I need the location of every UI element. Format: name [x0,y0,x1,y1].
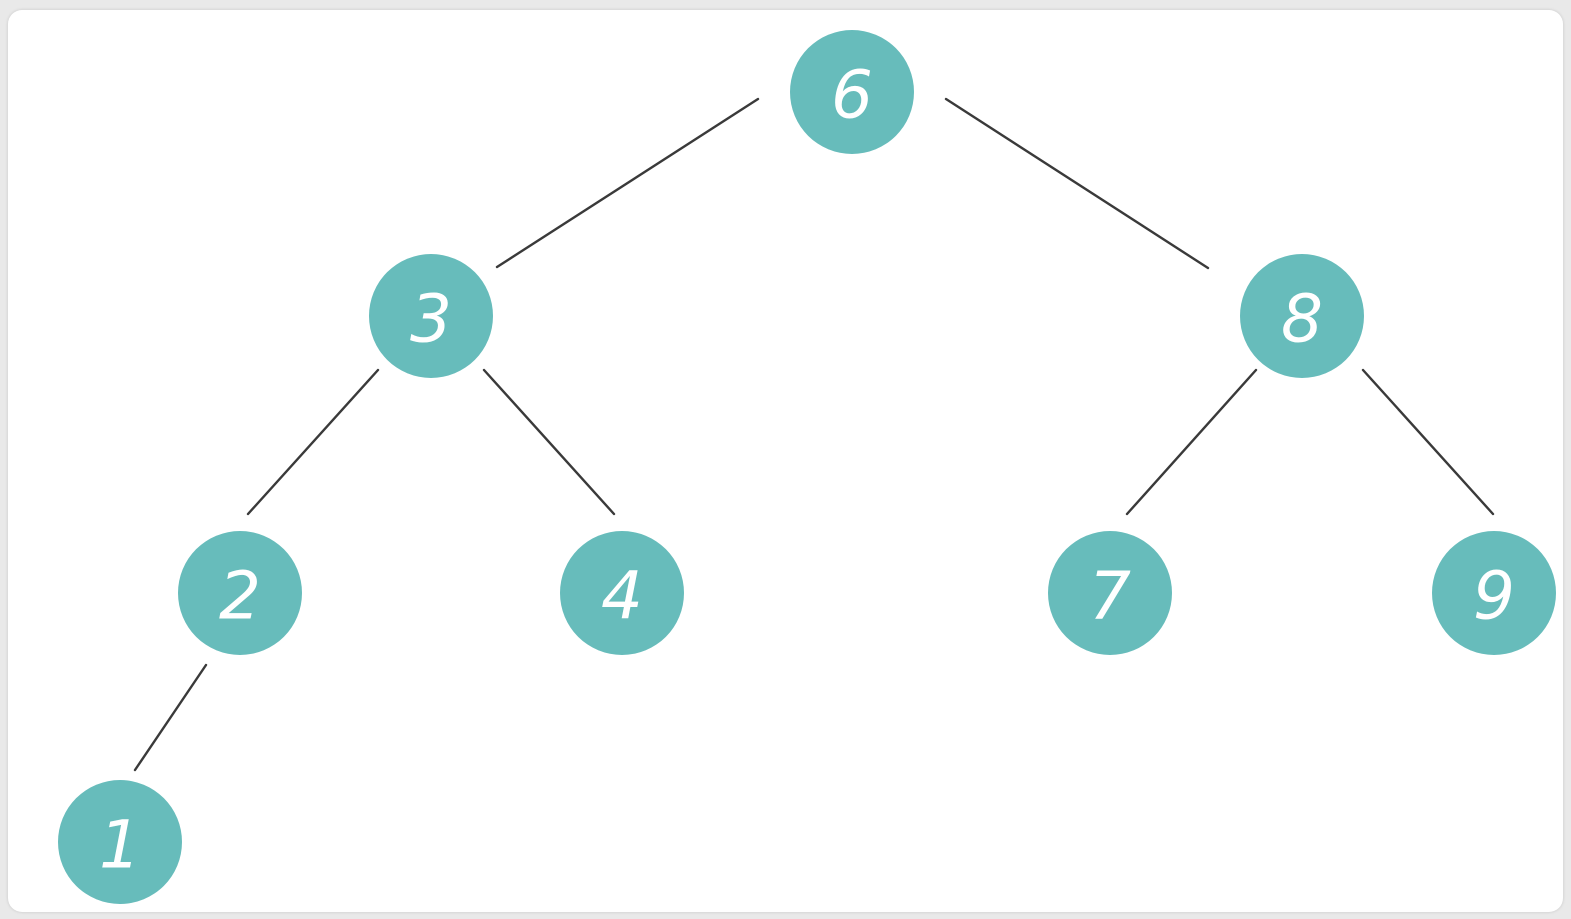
node-label-9: 9 [1473,558,1515,635]
tree-node-7: 7 [1048,531,1172,655]
diagram-card [8,10,1563,912]
node-label-8: 8 [1281,281,1323,358]
tree-node-8: 8 [1240,254,1364,378]
tree-node-4: 4 [560,531,684,655]
node-circle-9 [1432,531,1556,655]
tree-edges [133,97,1495,772]
edge-6-3 [495,97,760,269]
tree-node-3: 3 [369,254,493,378]
node-label-3: 3 [410,281,452,358]
edge-3-2 [246,368,380,516]
node-circle-4 [560,531,684,655]
node-label-4: 4 [601,558,643,635]
edge-2-1 [133,663,208,772]
node-circle-2 [178,531,302,655]
tree-node-1: 1 [58,780,182,904]
edge-3-4 [482,368,616,516]
edge-8-9 [1361,368,1495,516]
tree-node-2: 2 [178,531,302,655]
tree-node-6: 6 [790,30,914,154]
node-label-7: 7 [1089,558,1131,635]
node-circle-1 [58,780,182,904]
edge-6-8 [944,97,1210,270]
node-circle-3 [369,254,493,378]
node-label-2: 2 [219,558,261,635]
node-circle-7 [1048,531,1172,655]
edge-8-7 [1125,368,1258,516]
node-label-1: 1 [99,807,141,884]
node-circle-8 [1240,254,1364,378]
node-label-6: 6 [831,57,873,134]
tree-nodes: 6 3 8 2 4 7 9 1 [58,30,1556,904]
tree-node-9: 9 [1432,531,1556,655]
node-circle-6 [790,30,914,154]
